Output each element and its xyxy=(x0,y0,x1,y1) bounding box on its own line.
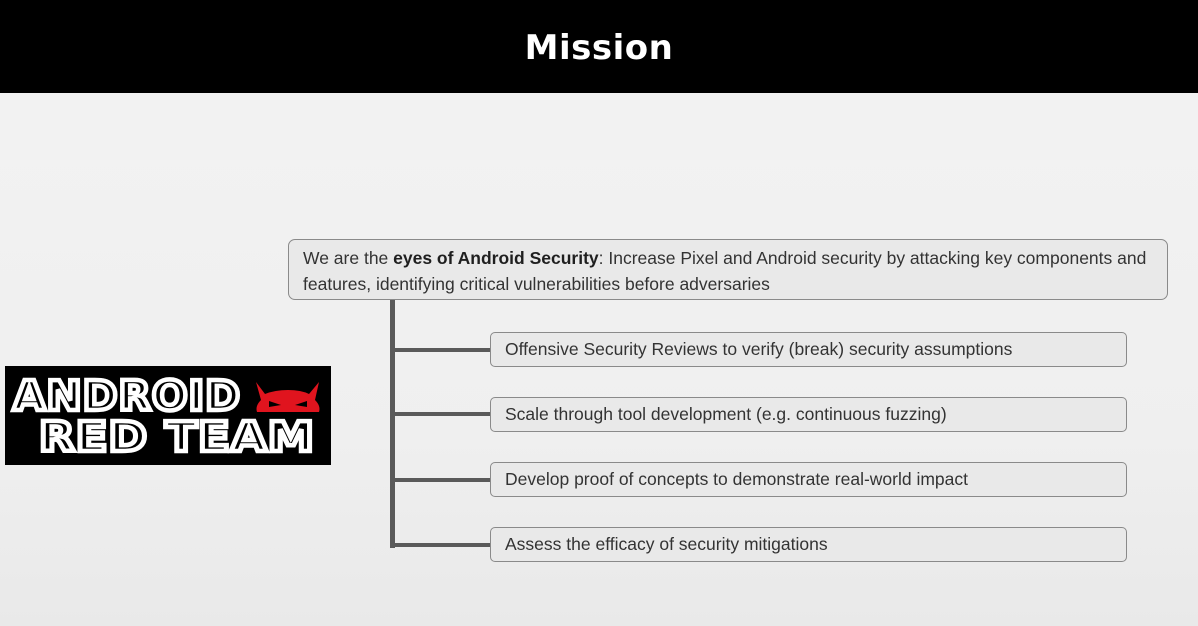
connector-branch xyxy=(390,412,491,416)
mission-item-box: Scale through tool development (e.g. con… xyxy=(490,397,1127,432)
mission-statement-box: We are the eyes of Android Security: Inc… xyxy=(288,239,1168,300)
connector-branch xyxy=(390,543,491,547)
connector-branch xyxy=(390,478,491,482)
logo-line-2: RED TEAM xyxy=(39,413,315,461)
logo-line-1: ANDROID xyxy=(13,372,241,420)
android-red-team-logo: ANDROID RED TEAM xyxy=(5,366,331,465)
logo-graphic: ANDROID RED TEAM xyxy=(11,370,320,463)
slide-title: Mission xyxy=(524,27,674,68)
connector-trunk xyxy=(390,300,395,548)
mission-item-box: Offensive Security Reviews to verify (br… xyxy=(490,332,1127,367)
slide-header: Mission xyxy=(0,0,1198,93)
devil-icon xyxy=(256,382,320,412)
mission-item-box: Develop proof of concepts to demonstrate… xyxy=(490,462,1127,497)
mission-emphasis: eyes of Android Security xyxy=(393,248,599,268)
mission-prefix: We are the xyxy=(303,248,394,268)
mission-rest: : Increase Pixel and Android security by… xyxy=(303,248,1147,294)
mission-item-box: Assess the efficacy of security mitigati… xyxy=(490,527,1127,562)
connector-branch xyxy=(390,348,491,352)
